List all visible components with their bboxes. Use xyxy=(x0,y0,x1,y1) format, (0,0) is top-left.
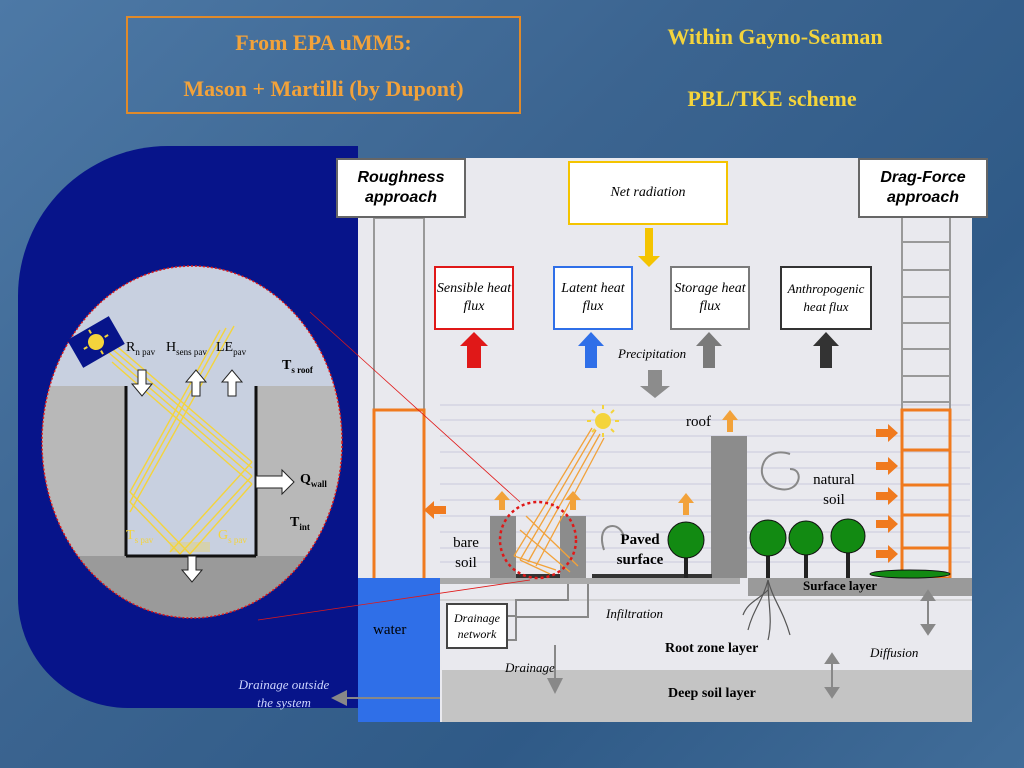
drainage-network-box: Drainage network xyxy=(446,603,508,649)
diffusion-label: Diffusion xyxy=(870,645,919,660)
infiltration-label: Infiltration xyxy=(606,606,664,621)
surface-layer-bar xyxy=(748,578,972,596)
drainage-label: Drainage xyxy=(505,660,555,675)
roots xyxy=(742,579,791,641)
drag-force-approach-label: Drag-Force approach xyxy=(880,169,966,206)
net-radiation-label: Net radiation xyxy=(610,185,686,200)
latent-arrow xyxy=(578,332,604,368)
roughness-column xyxy=(372,408,426,582)
q-wall-label: Qwall xyxy=(300,472,327,489)
deep-soil-label: Deep soil layer xyxy=(668,686,756,701)
paved-surface-label: Paved surface xyxy=(616,532,664,568)
surface-layer-label: Surface layer xyxy=(803,578,878,593)
title-line-2: Mason + Martilli (by Dupont) xyxy=(183,76,464,101)
anthropogenic-heat-label: Anthropogenic heat flux xyxy=(787,281,865,314)
roof-label: roof xyxy=(686,414,711,430)
subtitle-line-2: PBL/TKE scheme xyxy=(687,86,857,111)
anthropogenic-arrow xyxy=(813,332,839,368)
sensible-arrow xyxy=(460,332,488,368)
storage-heat-label: Storage heat flux xyxy=(674,281,746,314)
sun-icon-main xyxy=(587,405,619,437)
storage-heat-box: Storage heat flux xyxy=(670,266,750,330)
anthropogenic-heat-box: Anthropogenic heat flux xyxy=(780,266,872,330)
drag-arrows xyxy=(424,424,898,563)
h-sens-pav-label: Hsens pav xyxy=(166,340,207,357)
deep-soil-band xyxy=(442,670,972,722)
root-zone-label: Root zone layer xyxy=(665,641,759,656)
subtitle-line-1: Within Gayno-Seaman xyxy=(667,24,883,49)
precipitation-arrow xyxy=(640,370,670,398)
latent-heat-label: Latent heat flux xyxy=(561,281,625,314)
title-line-1: From EPA uMM5: xyxy=(235,30,412,55)
le-pav-label: LEpav xyxy=(216,340,247,357)
sun-icon-zoom xyxy=(67,316,125,368)
t-int-label: Tint xyxy=(290,515,310,532)
zoom-circle xyxy=(41,265,343,619)
precipitation-label: Precipitation xyxy=(618,346,687,361)
water-label: water xyxy=(373,622,407,638)
net-radiation-arrow xyxy=(638,228,660,267)
zoom-highlight-circle xyxy=(498,500,578,580)
ts-roof-label: Ts roof xyxy=(282,358,313,375)
drag-force-ladder xyxy=(901,218,951,580)
roughness-approach-label: Roughness approach xyxy=(357,169,445,206)
g-pav-label: Gs pav xyxy=(218,528,247,545)
roughness-approach-box: Roughness approach xyxy=(336,158,466,218)
ts-pav-label: Ts pav xyxy=(126,528,154,545)
drainage-network-label: Drainage network xyxy=(454,611,500,641)
sensible-heat-box: Sensible heat flux xyxy=(434,266,514,330)
storage-arrow xyxy=(696,332,722,368)
latent-heat-box: Latent heat flux xyxy=(553,266,633,330)
title-box: From EPA uMM5: Mason + Martilli (by Dupo… xyxy=(126,16,521,114)
drag-force-approach-box: Drag-Force approach xyxy=(858,158,988,218)
sensible-heat-label: Sensible heat flux xyxy=(436,281,512,314)
rn-pav-label: Rn pav xyxy=(126,340,156,357)
bare-soil-label: bare soil xyxy=(453,535,479,571)
trees xyxy=(667,518,951,579)
roof-building xyxy=(711,436,747,578)
drainage-outside-label: Drainage outside the system xyxy=(238,677,330,710)
natural-soil-label: natural soil xyxy=(813,472,855,508)
net-radiation-box: Net radiation xyxy=(568,161,728,225)
